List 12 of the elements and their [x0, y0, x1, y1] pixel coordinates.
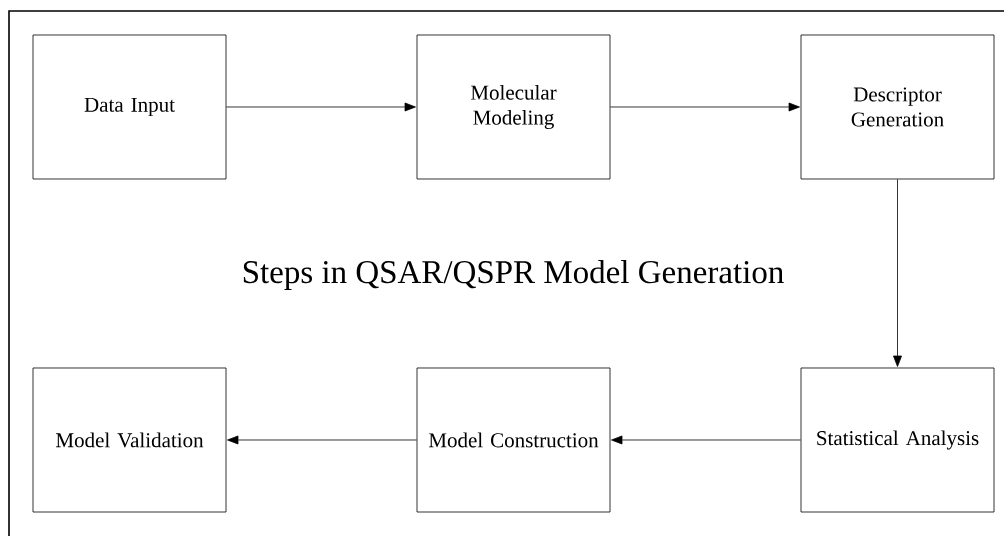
process-box: Data Input	[32, 34, 227, 180]
arrow	[610, 102, 800, 112]
process-box: Statistical Analysis	[800, 367, 995, 513]
arrow	[893, 179, 902, 367]
arrow	[611, 435, 801, 445]
process-box: Model Validation	[32, 367, 227, 513]
arrow	[226, 102, 416, 112]
process-box: Molecular Modeling	[416, 34, 611, 180]
title: Steps in QSAR/QSPR Model Generation	[243, 260, 784, 290]
process-box: Model Construction	[416, 367, 611, 513]
arrow	[227, 435, 417, 445]
process-box: Descriptor Generation	[800, 34, 995, 180]
